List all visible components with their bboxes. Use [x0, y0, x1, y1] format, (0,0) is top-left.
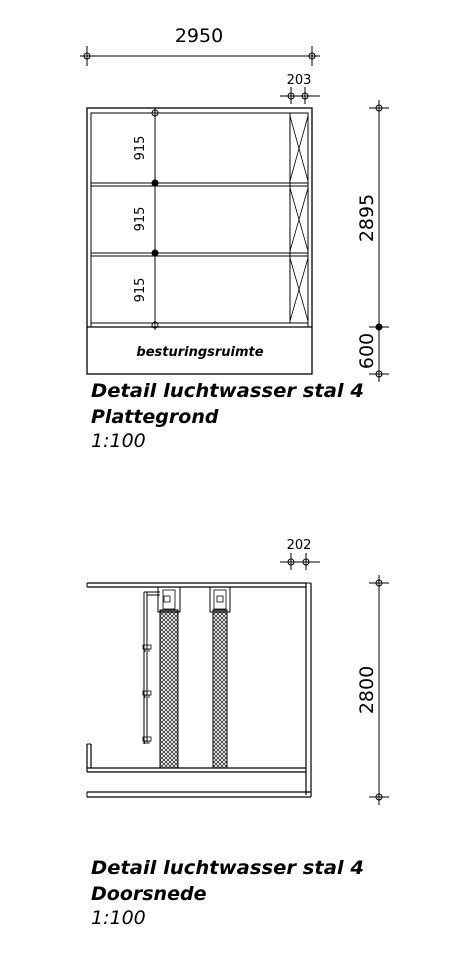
plan-outline	[86, 107, 313, 375]
dimension-label-section-2: 915	[133, 207, 148, 232]
spray-pipe	[142, 591, 224, 744]
section-left-wall-stub	[86, 743, 92, 772]
dimension-section-height: 2800	[356, 575, 389, 805]
dimension-label-section-3: 915	[133, 278, 148, 303]
room-label-control-room: besturingsruimte	[136, 345, 263, 360]
nozzle-icon	[142, 644, 152, 652]
packing-block-1	[157, 586, 181, 769]
section-caption-title: Detail luchtwasser stal 4	[91, 857, 364, 879]
dimension-label-section-side-width: 202	[287, 538, 312, 553]
plan-caption-scale: 1:100	[91, 430, 146, 452]
dimension-label-section-1: 915	[133, 136, 148, 161]
dimension-label-section-height: 2800	[356, 666, 378, 714]
dimension-label-total-height: 2895	[356, 194, 378, 242]
section-view: 202	[86, 538, 389, 929]
packing-block-2	[209, 586, 231, 769]
section-right-wall	[305, 582, 312, 797]
dimension-label-side-width: 203	[287, 73, 312, 88]
dimension-sections: 915 915 915	[133, 108, 159, 330]
section-top-plate	[86, 582, 306, 588]
plan-caption-title: Detail luchtwasser stal 4	[91, 380, 364, 402]
plan-caption-subtitle: Plattegrond	[91, 406, 219, 428]
dimension-label-control-room: 600	[356, 333, 378, 369]
dimension-total-height: 2895 600	[356, 100, 389, 382]
dimension-section-side-width: 202	[280, 538, 320, 570]
section-caption-scale: 1:100	[91, 907, 146, 929]
dimension-side-width: 203	[280, 73, 320, 104]
plan-view: 2950 203	[80, 25, 389, 452]
dimension-total-width: 2950	[80, 25, 320, 66]
section-caption-subtitle: Doorsnede	[91, 883, 207, 905]
nozzle-icon	[142, 736, 152, 744]
plan-caption: Detail luchtwasser stal 4 Plattegrond 1:…	[91, 380, 364, 452]
section-caption: Detail luchtwasser stal 4 Doorsnede 1:10…	[91, 857, 364, 929]
dimension-label-total-width: 2950	[175, 25, 223, 47]
nozzle-icon	[142, 690, 152, 698]
section-floor	[86, 767, 311, 798]
